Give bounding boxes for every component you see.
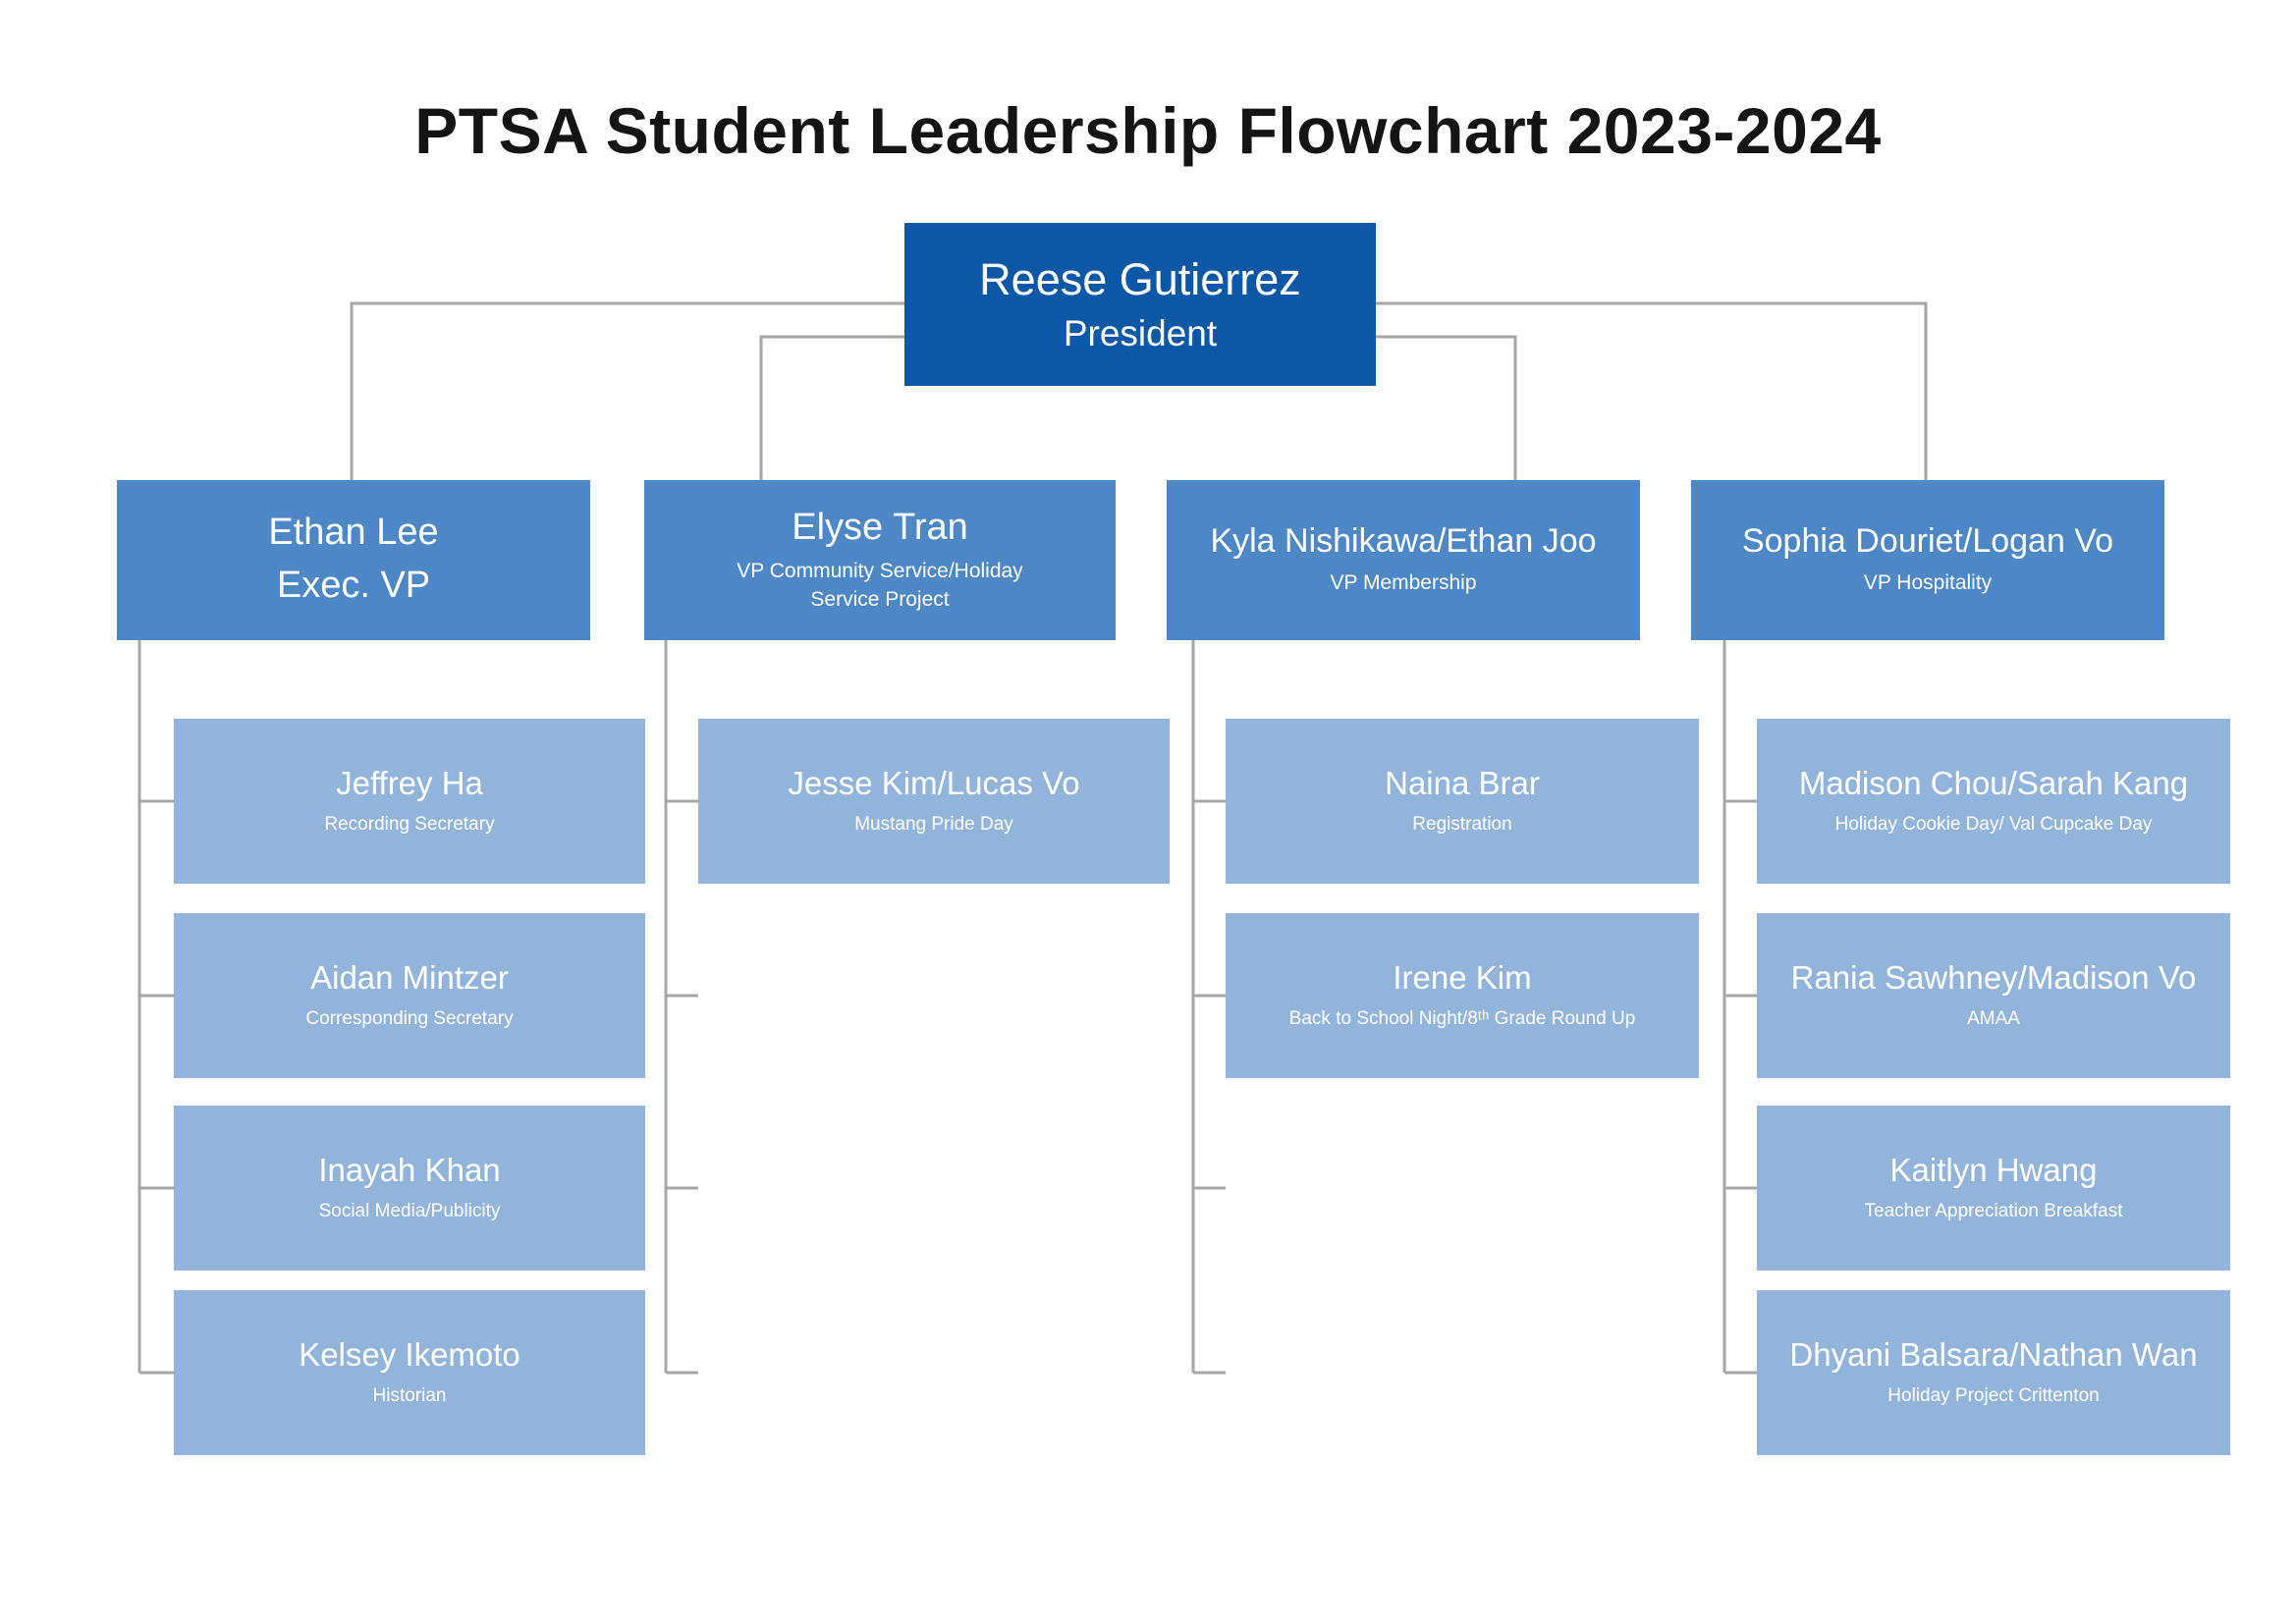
member-role: Corresponding Secretary (305, 1008, 514, 1030)
node-vp-community-service: Elyse Tran VP Community Service/Holiday … (644, 480, 1116, 640)
node-president: Reese Gutierrez President (904, 223, 1376, 386)
president-name: Reese Gutierrez (979, 254, 1301, 304)
node-holiday-project-crittenton: Dhyani Balsara/Nathan Wan Holiday Projec… (1757, 1290, 2230, 1455)
member-name: Dhyani Balsara/Nathan Wan (1789, 1336, 2198, 1374)
node-vp-membership: Kyla Nishikawa/Ethan Joo VP Membership (1167, 480, 1640, 640)
vp-role: VP Membership (1330, 571, 1477, 595)
vp-role: Exec. VP (276, 565, 431, 607)
member-name: Jeffrey Ha (336, 765, 483, 802)
member-role: Mustang Pride Day (854, 814, 1013, 836)
node-teacher-appreciation-breakfast: Kaitlyn Hwang Teacher Appreciation Break… (1757, 1106, 2230, 1271)
member-role: Holiday Cookie Day/ Val Cupcake Day (1834, 814, 2153, 836)
node-holiday-cookie-day: Madison Chou/Sarah Kang Holiday Cookie D… (1757, 719, 2230, 884)
member-name: Aidan Mintzer (310, 959, 509, 997)
member-role: Recording Secretary (324, 814, 495, 836)
vp-role: VP Hospitality (1863, 571, 1993, 595)
node-exec-vp: Ethan Lee Exec. VP (117, 480, 590, 640)
vp-name: Sophia Douriet/Logan Vo (1741, 522, 2114, 561)
member-role: Registration (1412, 814, 1512, 836)
page-title: PTSA Student Leadership Flowchart 2023-2… (414, 94, 1882, 167)
node-amaa: Rania Sawhney/Madison Vo AMAA (1757, 913, 2230, 1078)
node-back-to-school-night: Irene Kim Back to School Night/8ᵗʰ Grade… (1226, 913, 1699, 1078)
node-historian: Kelsey Ikemoto Historian (174, 1290, 645, 1455)
member-role: Historian (372, 1385, 447, 1407)
member-name: Rania Sawhney/Madison Vo (1790, 959, 2197, 997)
member-role: Back to School Night/8ᵗʰ Grade Round Up (1288, 1008, 1636, 1030)
node-social-media-publicity: Inayah Khan Social Media/Publicity (174, 1106, 645, 1271)
member-name: Jesse Kim/Lucas Vo (788, 765, 1080, 802)
member-role: Holiday Project Crittenton (1887, 1385, 2100, 1407)
node-corresponding-secretary: Aidan Mintzer Corresponding Secretary (174, 913, 645, 1078)
vp-name: Ethan Lee (268, 512, 439, 554)
member-name: Naina Brar (1385, 765, 1540, 802)
node-recording-secretary: Jeffrey Ha Recording Secretary (174, 719, 645, 884)
connector-president-hospitality (1376, 301, 1928, 480)
member-role: Teacher Appreciation Breakfast (1864, 1201, 2123, 1222)
member-name: Kelsey Ikemoto (299, 1336, 520, 1374)
member-name: Madison Chou/Sarah Kang (1798, 765, 2189, 802)
member-name: Irene Kim (1393, 959, 1532, 997)
connector-president-community-service (759, 335, 904, 480)
node-registration: Naina Brar Registration (1226, 719, 1699, 884)
vp-name: Elyse Tran (792, 507, 968, 549)
president-role: President (1063, 313, 1218, 353)
member-role: AMAA (1967, 1008, 2020, 1030)
member-role: Social Media/Publicity (318, 1201, 501, 1222)
node-vp-hospitality: Sophia Douriet/Logan Vo VP Hospitality (1691, 480, 2164, 640)
member-name: Kaitlyn Hwang (1889, 1152, 2098, 1189)
connector-president-membership (1376, 335, 1517, 480)
member-name: Inayah Khan (318, 1152, 501, 1189)
node-mustang-pride-day: Jesse Kim/Lucas Vo Mustang Pride Day (698, 719, 1170, 884)
connector-president-exec-vp (350, 301, 904, 480)
vp-role: VP Community Service/Holiday Service Pro… (737, 560, 1023, 611)
vp-name: Kyla Nishikawa/Ethan Joo (1210, 522, 1597, 561)
